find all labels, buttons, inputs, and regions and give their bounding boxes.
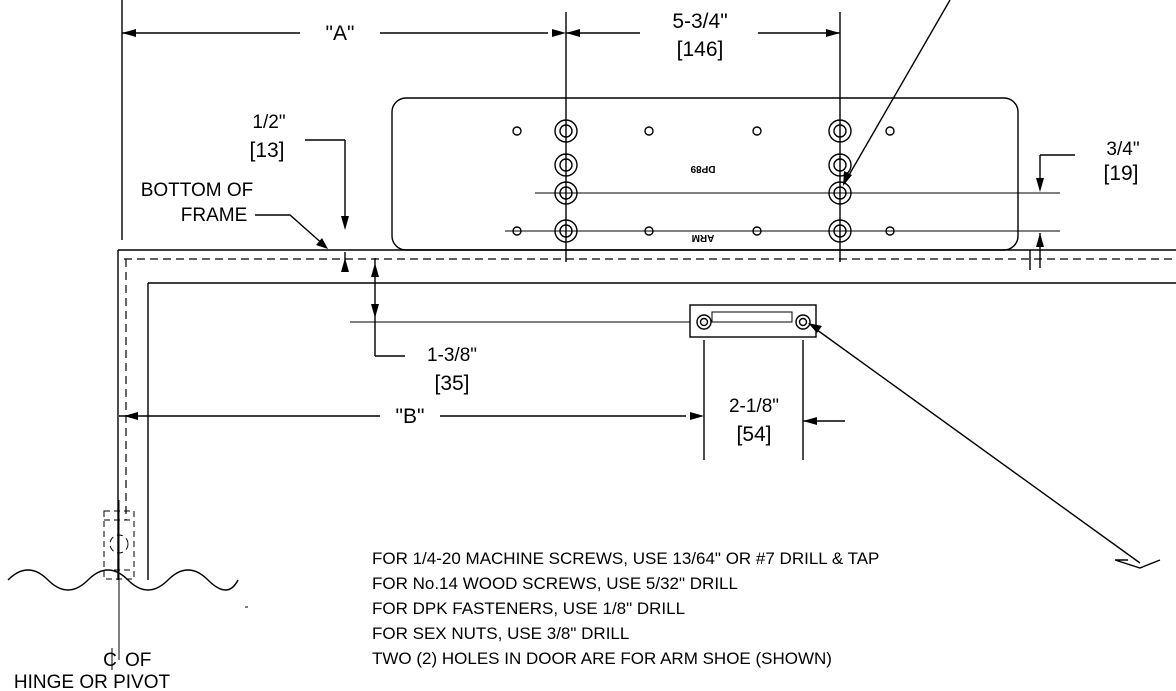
drilling-notes: FOR 1/4-20 MACHINE SCREWS, USE 13/64" OR… <box>372 549 879 668</box>
centerline-of-text: OF <box>125 650 151 671</box>
dimension-hole-spacing: 5-3/4" [146] <box>565 10 841 262</box>
right-offset-mm: [19] <box>1103 162 1138 185</box>
bottom-of-frame-callout: BOTTOM OF FRAME <box>141 180 328 249</box>
door-frame <box>117 249 1176 580</box>
top-offset-mm: [13] <box>249 139 284 162</box>
hinge-detail <box>7 500 248 660</box>
note-line-5: TWO (2) HOLES IN DOOR ARE FOR ARM SHOE (… <box>372 649 832 668</box>
hole-spacing-inches: 5-3/4" <box>672 10 727 33</box>
shoe-spacing-inches: 2-1/8" <box>729 396 779 417</box>
mounting-plate: DP89 ARM <box>391 97 1060 251</box>
leader-note <box>808 323 1161 569</box>
shoe-offset-mm: [35] <box>434 372 469 395</box>
dimension-top-offset: 1/2" [13] <box>249 112 349 272</box>
hinge-or-pivot-text: HINGE OR PIVOT <box>14 672 171 691</box>
top-offset-inches: 1/2" <box>252 112 285 133</box>
dimension-shoe-offset: 1-3/8" [35] <box>371 258 477 395</box>
hinge-centerline-label: C OF HINGE OR PIVOT <box>14 648 171 691</box>
dimension-shoe-spacing: 2-1/8" [54] <box>729 396 845 446</box>
dimension-a-label: "A" <box>326 22 355 45</box>
bottom-of-frame-line2: FRAME <box>181 205 248 226</box>
note-line-4: FOR SEX NUTS, USE 3/8" DRILL <box>372 624 629 643</box>
shoe-spacing-mm: [54] <box>736 423 771 446</box>
leader-top-right <box>843 0 951 186</box>
dimension-right-offset: 3/4" [19] <box>1036 139 1140 268</box>
plate-marking-model: DP89 <box>690 163 715 174</box>
hole-spacing-mm: [146] <box>677 38 724 61</box>
arm-shoe <box>350 304 817 460</box>
dimension-b-label: "B" <box>396 405 425 428</box>
note-line-3: FOR DPK FASTENERS, USE 1/8" DRILL <box>372 599 685 618</box>
right-offset-inches: 3/4" <box>1106 139 1139 160</box>
bottom-of-frame-line1: BOTTOM OF <box>141 180 254 201</box>
svg-text:C: C <box>103 650 117 671</box>
plate-marking-arm: ARM <box>692 232 715 243</box>
shoe-offset-inches: 1-3/8" <box>427 345 477 366</box>
note-line-2: FOR No.14 WOOD SCREWS, USE 5/32" DRILL <box>372 574 738 593</box>
note-line-1: FOR 1/4-20 MACHINE SCREWS, USE 13/64" OR… <box>372 549 879 568</box>
dimension-a: "A" <box>121 0 566 240</box>
dimension-b: "B" <box>119 405 704 428</box>
centerline-icon: C <box>103 648 117 671</box>
